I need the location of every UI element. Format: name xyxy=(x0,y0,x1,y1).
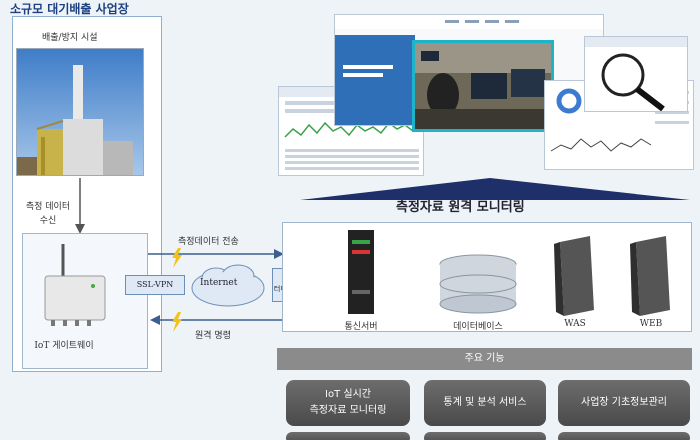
was-label: WAS xyxy=(564,319,586,329)
web-label: WEB xyxy=(639,319,663,329)
lightning-icon xyxy=(172,312,182,332)
was-server-icon xyxy=(554,236,594,316)
up-arrow-icon xyxy=(300,178,690,200)
ssl-vpn-box: SSL-VPN xyxy=(125,275,185,295)
feature-label: 측정자료 모니터링 xyxy=(309,405,387,416)
iot-gateway-device-icon xyxy=(44,244,106,326)
internet-label: Internet xyxy=(200,278,238,288)
internet-cloud-icon xyxy=(191,264,265,307)
web-server-icon xyxy=(630,236,670,316)
report-screenshot xyxy=(584,36,688,112)
office-monitoring-photo xyxy=(412,40,554,132)
transmit-arrow-icon xyxy=(148,249,284,259)
transmit-label: 측정데이터 전송 xyxy=(178,237,239,247)
site-title: 소규모 대기배출 사업장 xyxy=(10,2,129,16)
feature-row2-item[interactable] xyxy=(286,432,410,440)
remote-arrow-icon xyxy=(150,315,284,325)
lightning-icon xyxy=(172,248,182,268)
down-arrow-icon xyxy=(75,178,85,234)
remote-command-label: 원격 명령 xyxy=(195,331,231,341)
magnifier-icon xyxy=(585,37,687,111)
gateway-box xyxy=(22,233,148,369)
facility-label: 배출/방지 시설 xyxy=(42,33,98,43)
comm-server-icon xyxy=(348,230,374,314)
database-label: 데이터베이스 xyxy=(453,322,503,332)
feature-label: 통계 및 분석 서비스 xyxy=(443,397,527,408)
feature-label: IoT 실시간 xyxy=(325,389,371,400)
monitoring-title: 측정자료 원격 모니터링 xyxy=(396,200,525,215)
feature-row2-item[interactable] xyxy=(558,432,690,440)
database-icon xyxy=(439,254,517,314)
feature-row2-item[interactable] xyxy=(424,432,546,440)
feature-site-info-management[interactable]: 사업장 기초정보관리 xyxy=(558,380,690,426)
features-header: 주요 기능 xyxy=(277,348,692,370)
gateway-label: IoT 게이트웨이 xyxy=(34,341,94,351)
measure-label-line1: 측정 데이터 xyxy=(25,202,71,212)
feature-statistics-analysis[interactable]: 통계 및 분석 서비스 xyxy=(424,380,546,426)
feature-realtime-monitoring[interactable]: IoT 실시간 측정자료 모니터링 xyxy=(286,380,410,426)
facility-photo xyxy=(16,48,144,176)
comm-server-label: 통신서버 xyxy=(344,322,378,332)
measure-label: 측정 데이터 수신 xyxy=(18,200,78,228)
feature-label: 사업장 기초정보관리 xyxy=(581,397,667,408)
measure-label-line2: 수신 xyxy=(39,216,57,226)
